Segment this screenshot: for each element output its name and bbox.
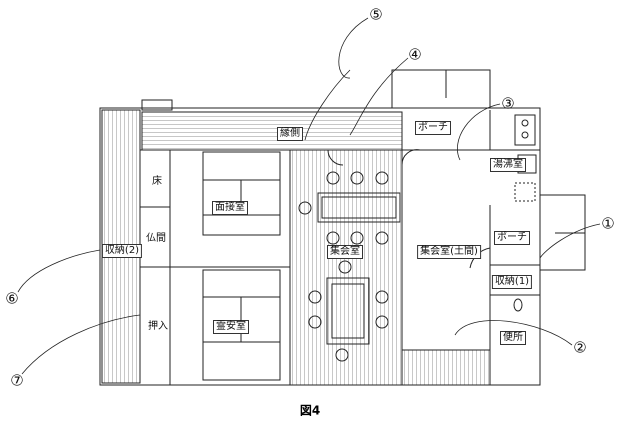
room-label-engawa: 縁側 bbox=[277, 127, 303, 141]
room-label-meeting-room: 集会室 bbox=[327, 245, 363, 259]
marker-4: ④ bbox=[408, 45, 422, 64]
figure-caption: 図4 bbox=[299, 403, 321, 418]
room-label-storage2: 収納(2) bbox=[101, 244, 143, 258]
room-label-storage1: 収納(1) bbox=[491, 275, 533, 289]
room-label-mortuary: 霊安室 bbox=[213, 320, 249, 334]
marker-6: ⑥ bbox=[5, 289, 19, 308]
marker-2: ② bbox=[573, 338, 587, 357]
room-label-meeting-room-doma: 集会室(土間) bbox=[417, 245, 481, 259]
room-label-interview-room: 面接室 bbox=[212, 201, 248, 215]
room-label-kitchenette: 湯沸室 bbox=[490, 158, 526, 172]
meeting-room-floor bbox=[289, 149, 403, 386]
engawa-area bbox=[141, 111, 403, 151]
marker-3: ③ bbox=[501, 94, 515, 113]
marker-7: ⑦ bbox=[10, 371, 24, 390]
room-label-butsuma: 仏間 bbox=[146, 233, 166, 244]
room-label-toilet: 便所 bbox=[500, 331, 526, 345]
marker-1: ① bbox=[601, 214, 615, 233]
room-label-porch-top: ポーチ bbox=[415, 121, 451, 135]
room-label-oshiire: 押入 bbox=[148, 321, 168, 332]
room-label-porch-side: ポーチ bbox=[494, 231, 530, 245]
marker-5: ⑤ bbox=[369, 5, 383, 24]
bottom-strip bbox=[401, 349, 491, 386]
room-label-tokonoma: 床 bbox=[152, 176, 162, 187]
